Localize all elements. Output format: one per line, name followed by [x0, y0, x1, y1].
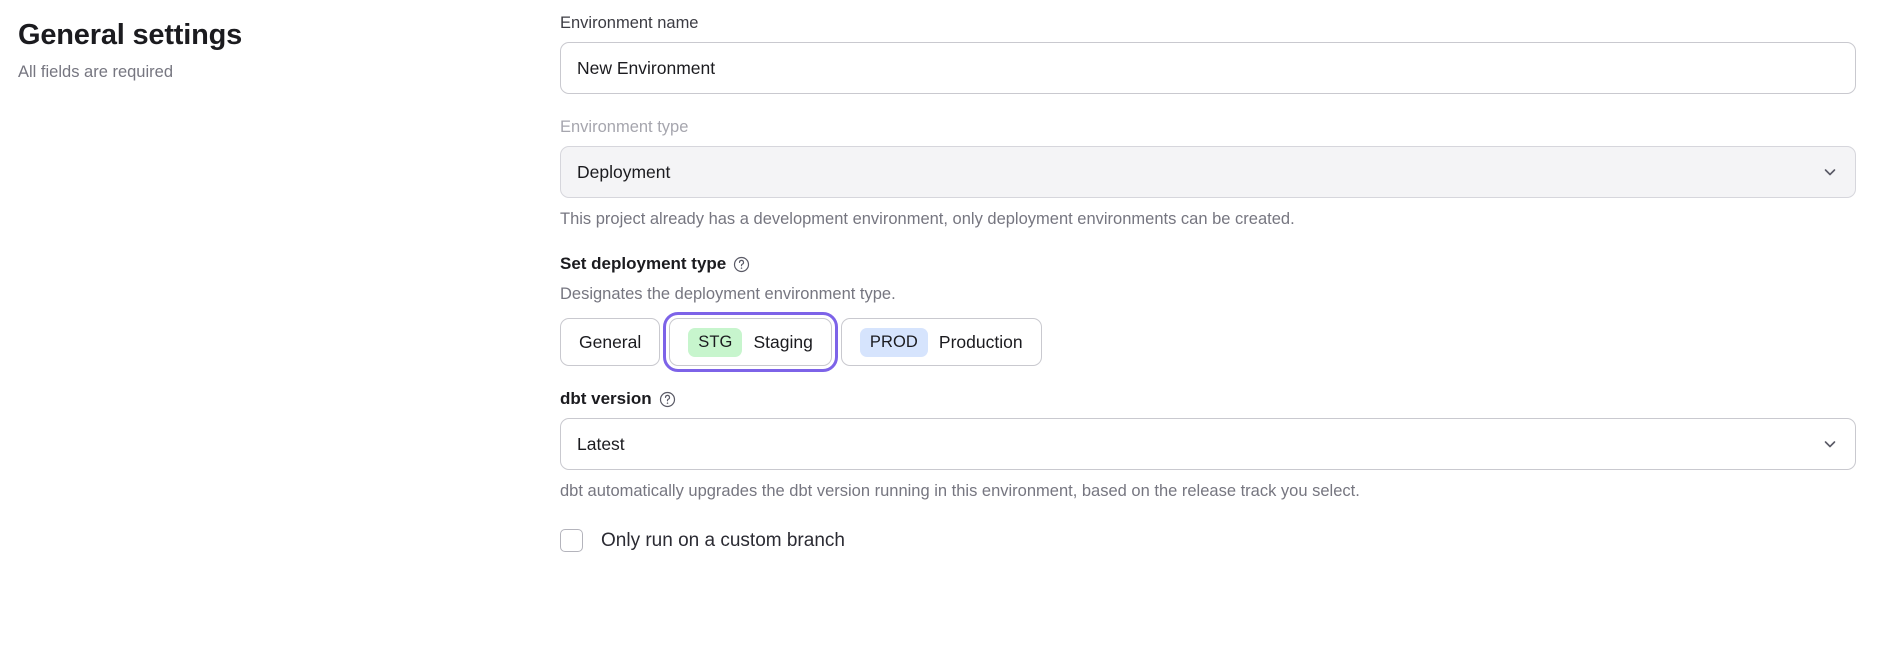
dbt-version-helper: dbt automatically upgrades the dbt versi…: [560, 482, 1360, 500]
deployment-type-button-group: General STG Staging PROD Production: [560, 312, 1856, 372]
settings-form: Environment name Environment type Deploy…: [560, 12, 1856, 552]
environment-name-input[interactable]: [560, 42, 1856, 94]
chevron-down-icon: [1821, 435, 1839, 453]
page-title: General settings: [18, 19, 243, 51]
dbt-version-label-text: dbt version: [560, 389, 652, 408]
dbt-version-value: Latest: [577, 433, 625, 454]
custom-branch-row: Only run on a custom branch: [560, 529, 1856, 552]
question-circle-icon[interactable]: [659, 391, 676, 408]
production-badge: PROD: [859, 327, 928, 357]
custom-branch-label[interactable]: Only run on a custom branch: [601, 529, 845, 551]
environment-type-select[interactable]: Deployment: [560, 146, 1856, 198]
environment-type-value: Deployment: [577, 161, 671, 182]
deployment-type-label-text: Set deployment type: [560, 254, 727, 273]
custom-branch-checkbox[interactable]: [560, 529, 583, 552]
deployment-type-field: Set deployment type Designates the deplo…: [560, 253, 1856, 372]
deployment-type-option-production[interactable]: PROD Production: [840, 318, 1042, 366]
deployment-type-option-production-label: Production: [938, 331, 1023, 352]
dbt-version-label: dbt version: [560, 388, 1856, 410]
page-heading-block: General settings All fields are required: [18, 16, 538, 83]
environment-name-field: Environment name: [560, 12, 1856, 94]
deployment-type-option-general[interactable]: General: [560, 318, 661, 366]
question-circle-icon[interactable]: [733, 256, 750, 273]
deployment-type-label: Set deployment type: [560, 253, 1856, 275]
dbt-version-select[interactable]: Latest: [560, 418, 1856, 470]
staging-badge: STG: [688, 327, 743, 357]
environment-type-field: Environment type Deployment This project…: [560, 116, 1856, 231]
deployment-type-option-staging-label: Staging: [753, 331, 813, 352]
environment-name-label: Environment name: [560, 14, 699, 32]
page-subtitle: All fields are required: [18, 63, 173, 81]
dbt-version-field: dbt version Latest dbt automatica: [560, 388, 1856, 503]
chevron-down-icon: [1821, 163, 1839, 181]
environment-type-label: Environment type: [560, 118, 689, 136]
deployment-type-option-general-label: General: [579, 331, 642, 352]
environment-type-helper: This project already has a development e…: [560, 210, 1295, 228]
deployment-type-option-staging[interactable]: STG Staging: [663, 312, 838, 372]
deployment-type-description: Designates the deployment environment ty…: [560, 285, 896, 303]
